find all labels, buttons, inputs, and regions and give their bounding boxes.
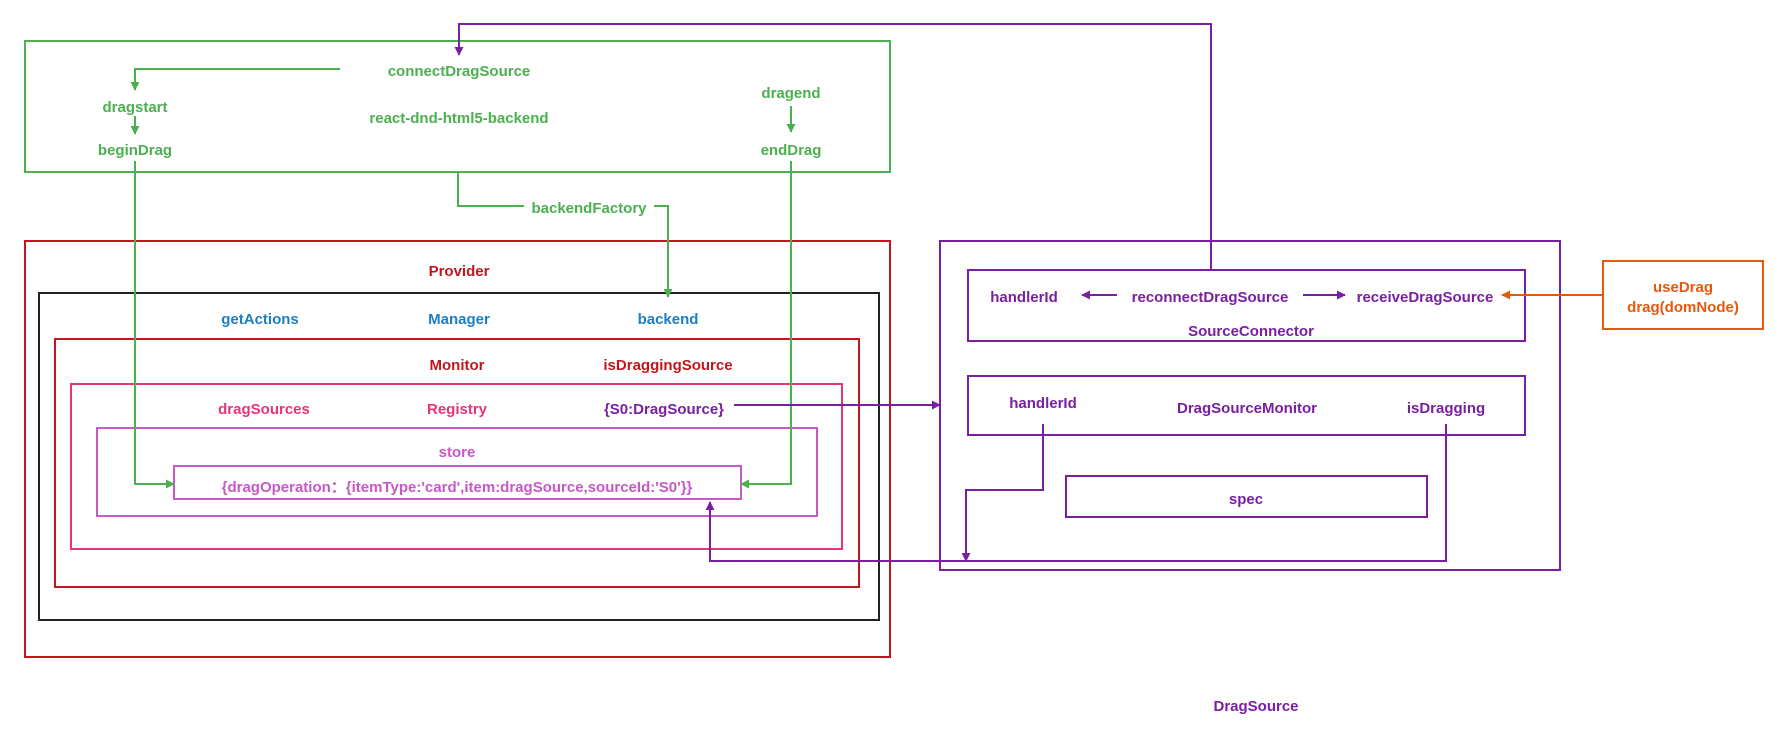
monitor-box [54,338,860,588]
spec-label: spec [1229,491,1263,508]
store-state-label: {dragOperation：{itemType:'card',item:dra… [222,479,693,496]
is-dragging-source-label: isDraggingSource [603,357,732,374]
connect-drag-source-label: connectDragSource [388,63,531,80]
registry-title: Registry [427,401,488,418]
monitor-title: Monitor [430,357,485,374]
registry-entry-label: {S0:DragSource} [604,401,724,418]
store-box [96,427,818,517]
source-connector-title: SourceConnector [1188,323,1314,340]
backend-factory-label: backendFactory [531,200,647,217]
get-actions-label: getActions [221,311,299,328]
receive-drag-source-label: receiveDragSource [1357,289,1494,306]
drag-sources-label: dragSources [218,401,310,418]
sc-handler-id-label: handlerId [990,289,1058,306]
backend-title: react-dnd-html5-backend [369,110,548,127]
drag-source-title: DragSource [1213,698,1298,715]
end-drag-label: endDrag [761,142,822,159]
provider-box [24,240,891,658]
dragend-label: dragend [761,85,820,102]
use-drag-title: useDrag [1653,279,1713,296]
provider-title: Provider [429,263,490,280]
backend-factory-label-bg [524,195,654,217]
is-dragging-label: isDragging [1407,400,1485,417]
begindrag-to-store-arrow [134,161,175,489]
store-title: store [439,444,476,461]
reconnect-drag-source-label: reconnectDragSource [1132,289,1289,306]
registry-box [70,383,843,550]
isdragging-to-store-arrow [705,424,1447,562]
manager-box [38,292,880,621]
backend-label: backend [638,311,699,328]
manager-title: Manager [428,311,490,328]
backend-factory-arrow [457,173,673,298]
drag-source-monitor-box [967,375,1526,436]
use-drag-call: drag(domNode) [1627,299,1739,316]
handlerid-to-drag-source-arrow [961,424,1044,562]
drag-source-monitor-title: DragSourceMonitor [1177,400,1317,417]
connect-to-dragstart-arrow [130,68,340,91]
spec-box [1065,475,1428,518]
enddrag-to-store-arrow [740,161,792,489]
begin-drag-label: beginDrag [98,142,172,159]
backend-box [24,40,891,173]
dsm-handler-id-label: handlerId [1009,395,1077,412]
source-connector-box [967,269,1526,342]
dragstart-label: dragstart [102,99,167,116]
reconnect-to-connect-arrow [454,23,1212,270]
